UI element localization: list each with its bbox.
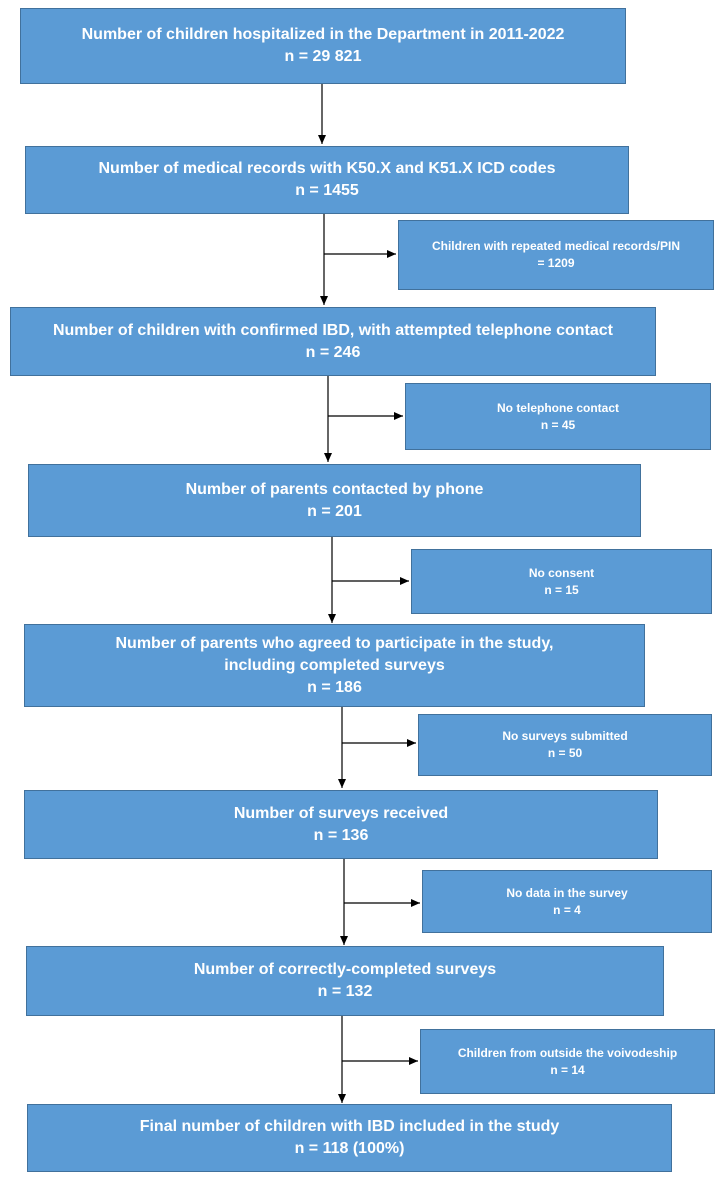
box-repeated: Children with repeated medical records/P… <box>398 220 714 290</box>
box-no-phone-count: n = 45 <box>540 417 576 432</box>
box-final: Final number of children with IBD includ… <box>27 1104 672 1172</box>
box-records: Number of medical records with K50.X and… <box>25 146 629 214</box>
box-no-surveys-count: n = 50 <box>547 746 583 760</box>
box-correct: Number of correctly-completed surveys n … <box>26 946 664 1016</box>
box-agreed-count: n = 186 <box>307 678 362 696</box>
box-final-count: n = 118 (100%) <box>294 1140 405 1157</box>
box-received-label: Number of surveys received <box>233 804 449 822</box>
box-no-surveys: No surveys submitted n = 50 <box>418 714 712 776</box>
box-correct-label: Number of correctly-completed surveys <box>193 961 497 978</box>
box-contacted: Number of parents contacted by phone n =… <box>28 464 641 537</box>
box-repeated-count: = 1209 <box>537 256 575 270</box>
box-received-count: n = 136 <box>313 826 369 844</box>
box-no-phone-label: No telephone contact <box>496 400 619 415</box>
box-repeated-label: Children with repeated medical records/P… <box>431 239 681 253</box>
box-no-phone: No telephone contact n = 45 <box>405 383 711 450</box>
box-no-consent-label: No consent <box>528 565 595 580</box>
box-contacted-label: Number of parents contacted by phone <box>185 480 484 498</box>
box-hospitalized-label: Number of children hospitalized in the D… <box>81 26 565 43</box>
box-outside-label: Children from outside the voivodeship <box>457 1045 678 1060</box>
box-correct-count: n = 132 <box>317 983 373 1000</box>
box-hospitalized: Number of children hospitalized in the D… <box>20 8 626 84</box>
box-confirmed-label: Number of children with confirmed IBD, w… <box>52 321 614 339</box>
box-confirmed: Number of children with confirmed IBD, w… <box>10 307 656 376</box>
box-no-surveys-label: No surveys submitted <box>502 729 628 743</box>
box-no-consent-count: n = 15 <box>544 582 579 597</box>
box-contacted-count: n = 201 <box>307 502 362 520</box>
box-agreed-label-line2: including completed surveys <box>224 656 445 674</box>
box-no-consent: No consent n = 15 <box>411 549 712 614</box>
box-no-data: No data in the survey n = 4 <box>422 870 712 933</box>
box-no-data-label: No data in the survey <box>506 885 628 900</box>
box-records-label: Number of medical records with K50.X and… <box>98 160 556 177</box>
box-outside-count: n = 14 <box>550 1062 585 1077</box>
box-outside: Children from outside the voivodeship n … <box>420 1029 715 1094</box>
box-received: Number of surveys received n = 136 <box>24 790 658 859</box>
box-confirmed-count: n = 246 <box>305 343 361 361</box>
box-hospitalized-count: n = 29 821 <box>284 48 362 65</box>
box-final-label: Final number of children with IBD includ… <box>139 1118 560 1135</box>
box-agreed: Number of parents who agreed to particip… <box>24 624 645 707</box>
box-no-data-count: n = 4 <box>553 902 581 917</box>
box-records-count: n = 1455 <box>295 182 359 199</box>
box-agreed-label-line1: Number of parents who agreed to particip… <box>115 634 554 652</box>
